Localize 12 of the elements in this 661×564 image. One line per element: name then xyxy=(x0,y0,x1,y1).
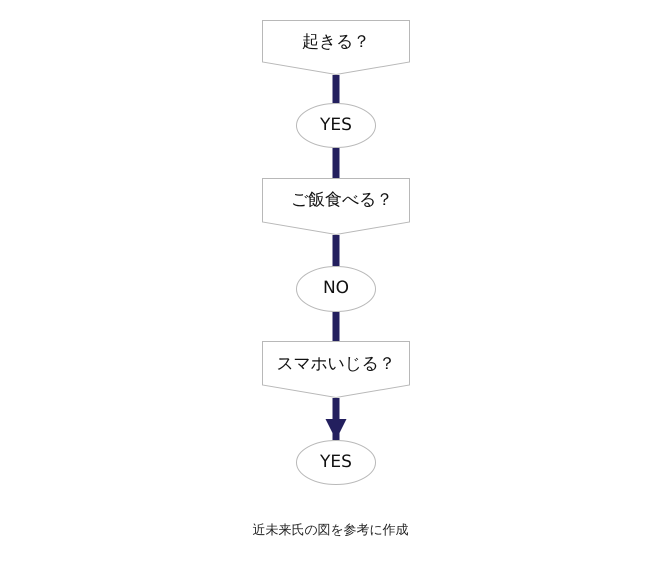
connector-line xyxy=(332,235,340,266)
question-box: スマホいじる？ xyxy=(262,341,410,398)
connector-line xyxy=(332,312,340,341)
answer-ellipse: YES xyxy=(296,103,376,148)
caption: 近未来氏の図を参考に作成 xyxy=(252,523,408,538)
question-box: ご飯食べる？ xyxy=(262,178,410,235)
arrow xyxy=(326,398,346,440)
question-box: 起きる？ xyxy=(262,20,410,75)
connector-line xyxy=(332,148,340,178)
answer-ellipse: NO xyxy=(296,266,376,312)
connector-line xyxy=(332,75,340,103)
answer-ellipse: YES xyxy=(296,440,376,485)
